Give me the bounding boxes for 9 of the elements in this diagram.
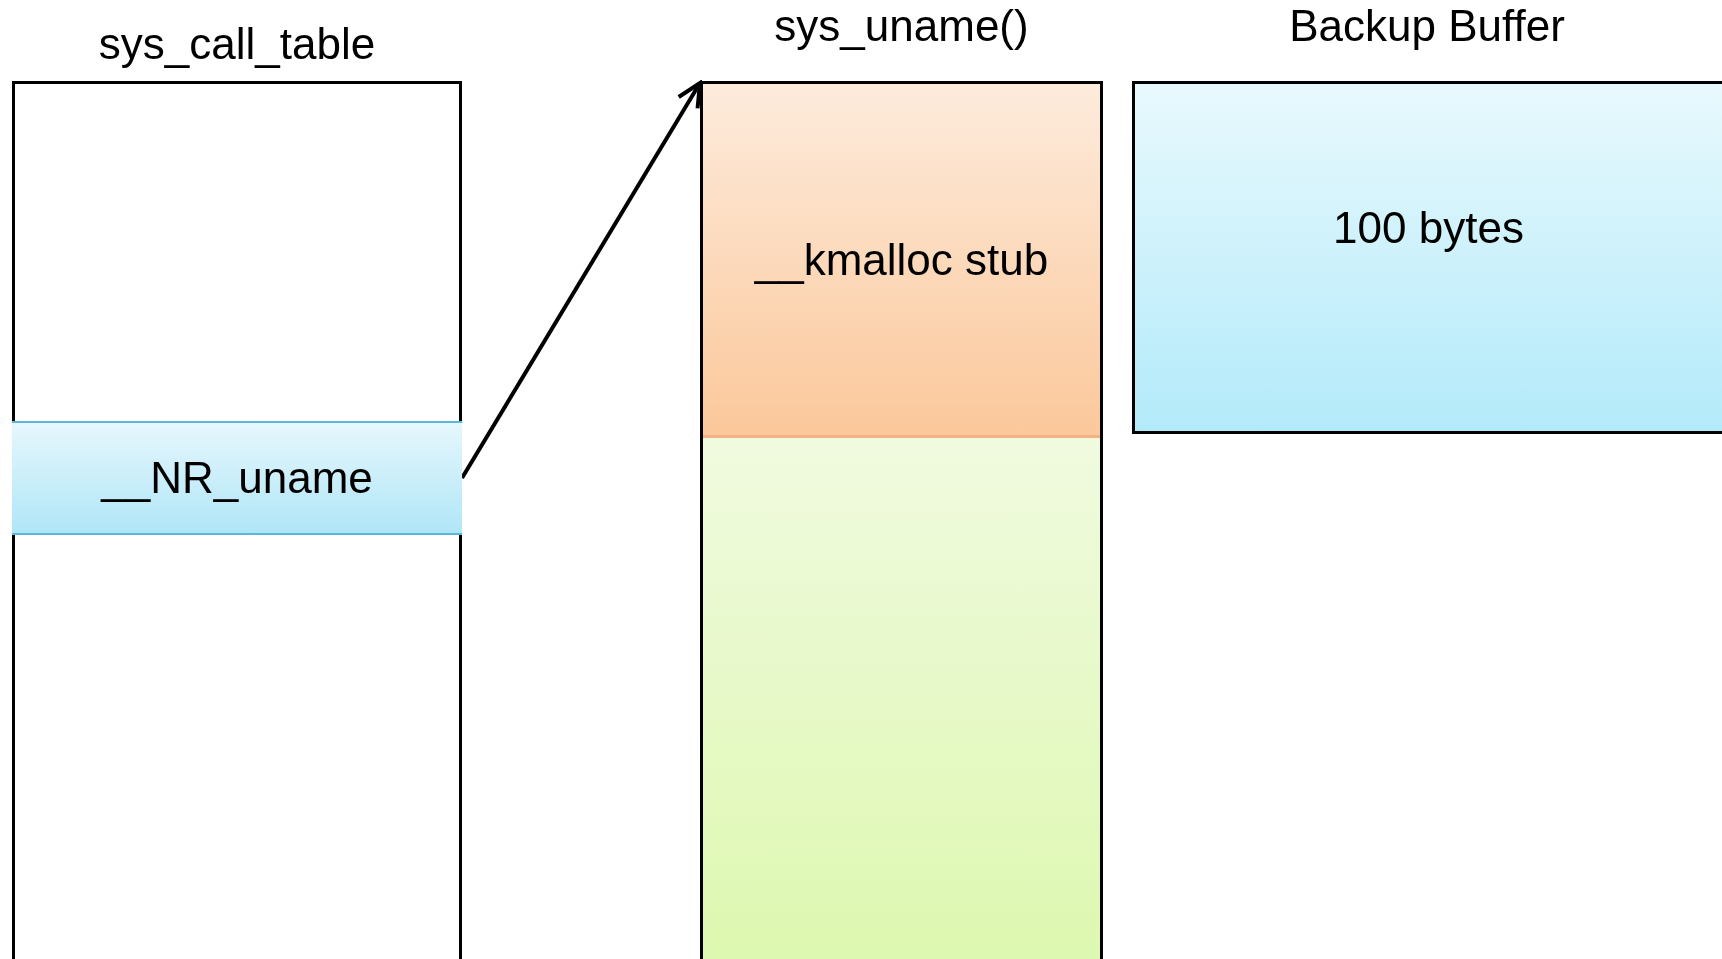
block-heading: Backup Buffer [1289, 1, 1565, 51]
code-region [703, 438, 1100, 959]
stub-region [703, 84, 1100, 438]
table-entry [12, 421, 462, 535]
block-heading: sys_call_table [98, 19, 376, 69]
block-heading: sys_uname() [774, 1, 1029, 51]
region-label: __kmalloc stub [754, 234, 1049, 285]
region-label: __NR_uname [101, 453, 373, 503]
size-label: 100 bytes [1333, 202, 1524, 253]
